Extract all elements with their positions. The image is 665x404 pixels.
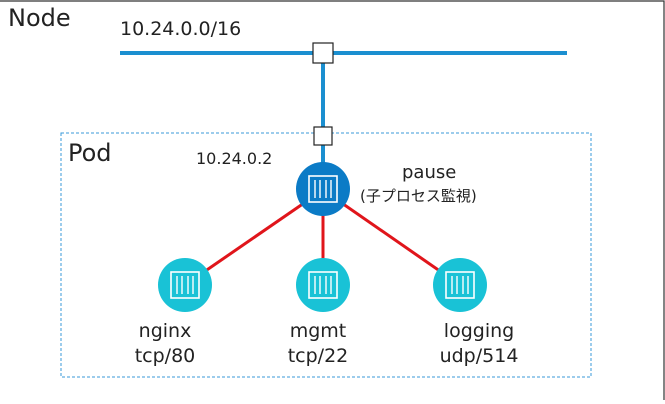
nginx-name-label: nginx [138, 320, 192, 342]
nginx-port-label: tcp/80 [134, 345, 196, 367]
logging-name-label: logging [443, 320, 515, 342]
pod-title: Pod [68, 139, 112, 167]
pod-port-icon [313, 126, 333, 146]
pause-name-label: pause [402, 162, 457, 183]
nginx-container-icon [158, 258, 212, 312]
node-cidr-label: 10.24.0.0/16 [120, 18, 242, 40]
link-pause-nginx [184, 188, 324, 287]
mgmt-port-label: tcp/22 [287, 345, 349, 367]
pod-ip-label: 10.24.0.2 [196, 149, 273, 168]
logging-container-icon [433, 258, 487, 312]
logging-port-label: udp/514 [439, 345, 519, 367]
mgmt-container-icon [296, 258, 350, 312]
bus-port-icon [312, 42, 334, 64]
pause-container-icon [296, 162, 350, 216]
link-pause-logging [322, 188, 461, 287]
mgmt-name-label: mgmt [289, 320, 347, 342]
pause-description-label: (子プロセス監視) [360, 187, 477, 205]
node-title: Node [8, 4, 71, 32]
